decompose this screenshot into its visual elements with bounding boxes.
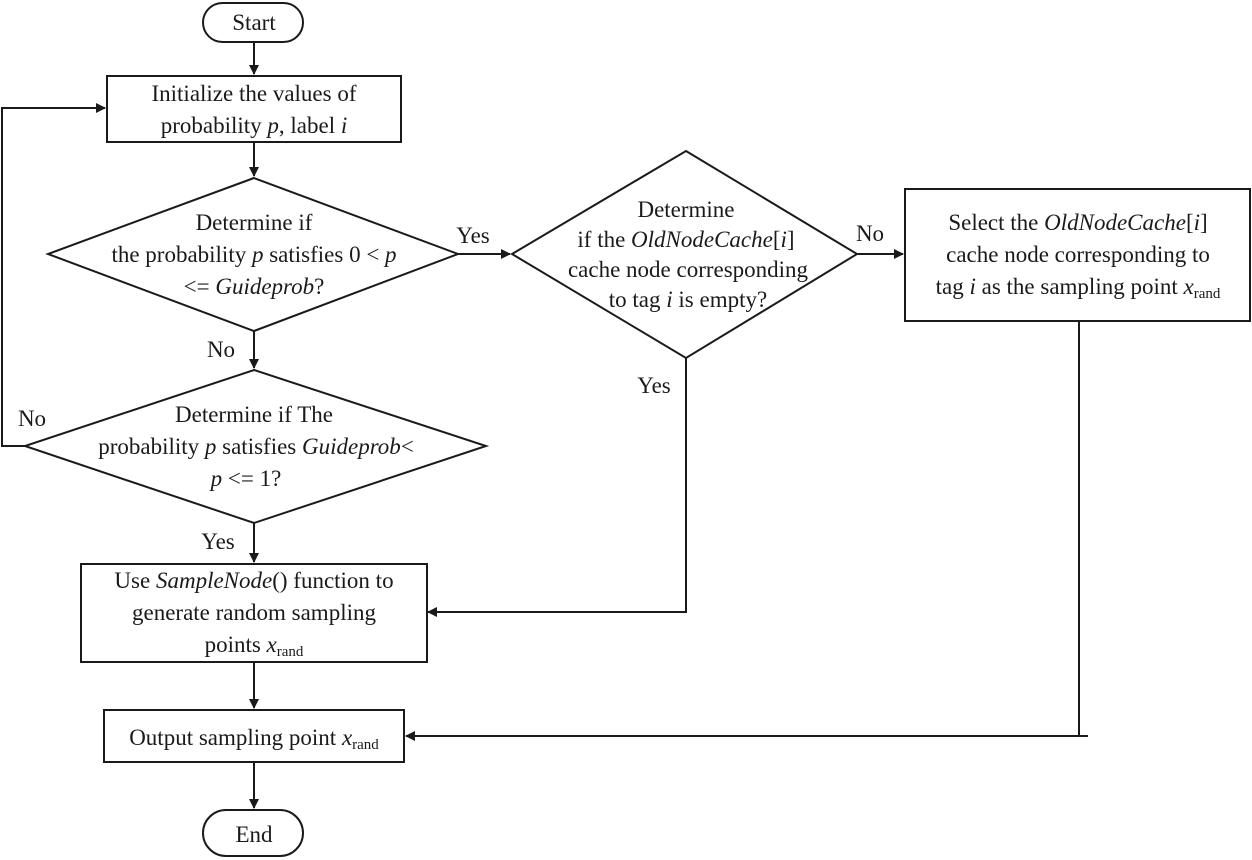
decision2-line-3: p <= 1? [209,466,282,491]
select-line-3: tag i as the sampling point xrand [936,274,1221,302]
edge-label-d1-yes: Yes [456,223,490,248]
decision3-line-3: cache node corresponding [568,257,809,282]
select-line-1: Select the OldNodeCache[i] [948,210,1207,235]
edge-label-d2-yes: Yes [201,529,235,554]
select-line-2: cache node corresponding to [946,242,1210,267]
sample-line-1: Use SampleNode() function to [114,568,393,593]
sample-line-2: generate random sampling [132,600,376,625]
edge-label-d3-yes: Yes [637,373,671,398]
output-sampling-point-process: Output sampling point xrand [103,709,405,763]
decision2-line-1: Determine if The [175,402,333,427]
edge-decision2-loop-init [1,103,106,447]
init-line-1: Initialize the values of [151,81,356,106]
start-label: Start [232,10,276,35]
select-cache-node-process: Select the OldNodeCache[i] cache node co… [904,188,1251,322]
edge-select-output [1078,322,1088,737]
decision-guideprob-range: Determine if The probability p satisfies… [21,368,490,525]
decision-probability-guideprob: Determine if the probability p satisfies… [45,176,461,333]
decision3-line-2: if the OldNodeCache[i] [577,227,794,252]
edge-label-d3-no: No [856,221,884,246]
decision3-line-4: to tag i is empty? [609,287,767,312]
decision2-line-2: probability p satisfies Guideprob< [98,434,414,459]
decision1-line-2: the probability p satisfies 0 < p [111,242,396,267]
edge-label-d1-no: No [207,337,235,362]
init-line-2: probability p, label i [161,113,348,138]
sample-node-process: Use SampleNode() function to generate ra… [80,563,428,663]
sample-line-3: points xrand [205,632,304,660]
end-label: End [235,822,273,847]
end-terminal: End [202,809,304,857]
decision3-line-1: Determine [637,197,734,222]
edge-decision3-sample [427,358,687,617]
edge-label-d2-no: No [18,406,46,431]
init-process: Initialize the values of probability p, … [106,75,402,143]
decision1-line-1: Determine if [196,210,313,235]
decision-cache-empty: Determine if the OldNodeCache[i] cache n… [510,149,859,360]
start-terminal: Start [202,2,304,43]
decision1-line-3: <= Guideprob? [184,274,325,299]
output-line-1: Output sampling point xrand [129,725,379,753]
